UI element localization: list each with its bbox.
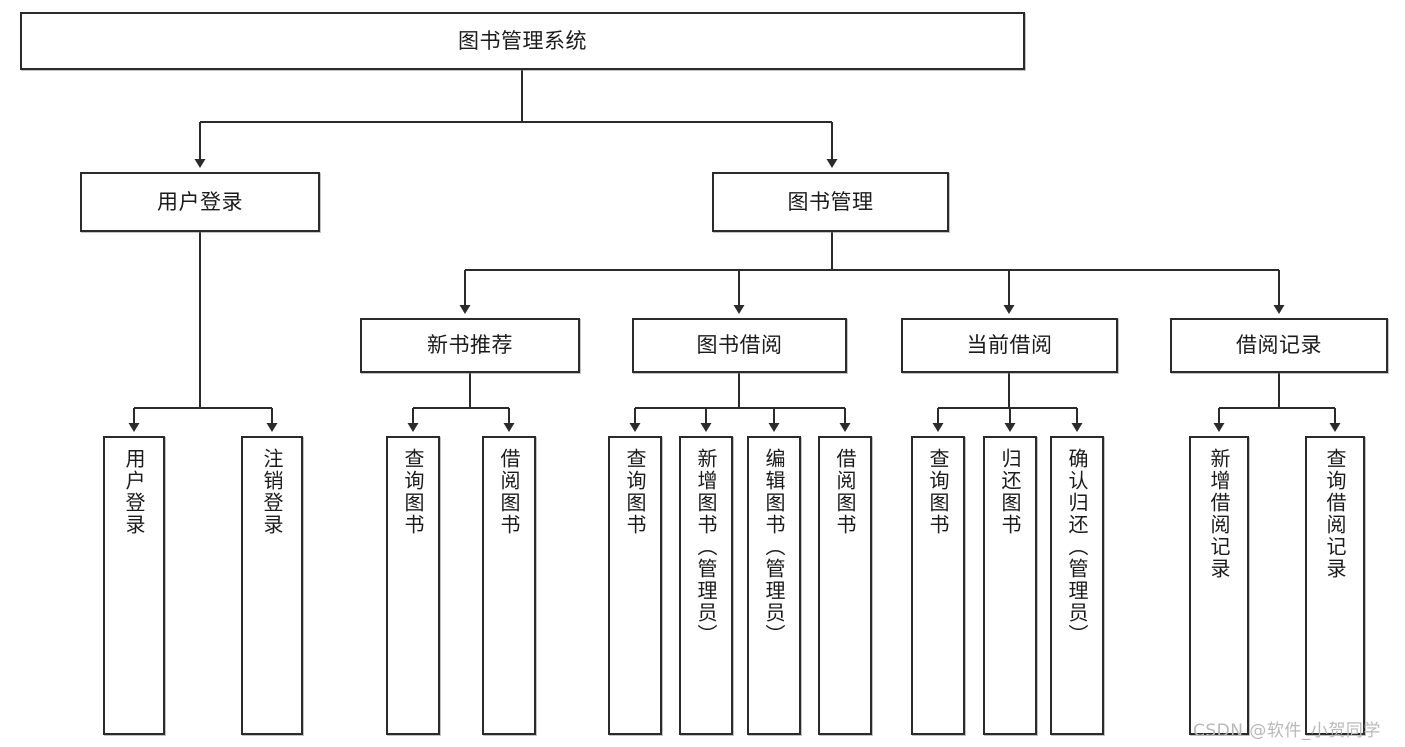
leaf-book-borrow-query[interactable]: 查询图书: [608, 436, 662, 735]
node-label: 用户登录: [157, 189, 243, 214]
leaf-current-borrow-confirm-return[interactable]: 确认归还（管理员）: [1050, 436, 1104, 735]
node-label: 图书借阅: [696, 333, 783, 358]
leaf-new-book-query[interactable]: 查询图书: [386, 436, 440, 735]
leaf-current-borrow-return[interactable]: 归还图书: [983, 436, 1037, 735]
node-label: 图书管理系统: [458, 28, 587, 53]
node-label: 查询图书: [926, 448, 950, 536]
node-label: 编辑图书（管理员）: [762, 448, 786, 646]
node-label: 查询图书: [623, 448, 647, 536]
node-label: 用户登录: [122, 448, 146, 536]
leaf-user-login-login[interactable]: 用户登录: [103, 436, 165, 735]
csdn-watermark: CSDN @软件_小贺同学: [1193, 721, 1381, 741]
node-label: 归还图书: [998, 448, 1022, 536]
node-book-borrow[interactable]: 图书借阅: [632, 318, 847, 373]
node-label: 图书管理: [787, 189, 874, 214]
node-label: 新增借阅记录: [1207, 448, 1231, 580]
node-label: 当前借阅: [966, 333, 1053, 358]
node-label: 借阅图书: [833, 448, 857, 536]
leaf-new-book-borrow[interactable]: 借阅图书: [482, 436, 536, 735]
node-label: 借阅记录: [1236, 333, 1322, 358]
node-label: 借阅图书: [497, 448, 521, 536]
node-label: 查询图书: [401, 448, 425, 536]
node-new-book-recommend[interactable]: 新书推荐: [360, 318, 580, 373]
node-label: 确认归还（管理员）: [1065, 448, 1089, 646]
node-user-login[interactable]: 用户登录: [80, 172, 320, 232]
node-borrow-record[interactable]: 借阅记录: [1170, 318, 1388, 373]
node-label: 新增图书（管理员）: [694, 448, 718, 646]
node-label: 查询借阅记录: [1323, 448, 1347, 580]
leaf-current-borrow-query[interactable]: 查询图书: [911, 436, 965, 735]
leaf-book-borrow-add[interactable]: 新增图书（管理员）: [679, 436, 733, 735]
leaf-borrow-record-query[interactable]: 查询借阅记录: [1305, 436, 1365, 735]
node-current-borrow[interactable]: 当前借阅: [901, 318, 1118, 373]
node-label: 注销登录: [260, 448, 284, 536]
leaf-book-borrow-borrow[interactable]: 借阅图书: [818, 436, 872, 735]
leaf-user-login-logout[interactable]: 注销登录: [241, 436, 303, 735]
node-label: 新书推荐: [427, 333, 513, 358]
leaf-borrow-record-add[interactable]: 新增借阅记录: [1189, 436, 1249, 735]
node-book-management[interactable]: 图书管理: [712, 172, 949, 232]
leaf-book-borrow-edit[interactable]: 编辑图书（管理员）: [747, 436, 801, 735]
node-root-system[interactable]: 图书管理系统: [20, 12, 1025, 70]
